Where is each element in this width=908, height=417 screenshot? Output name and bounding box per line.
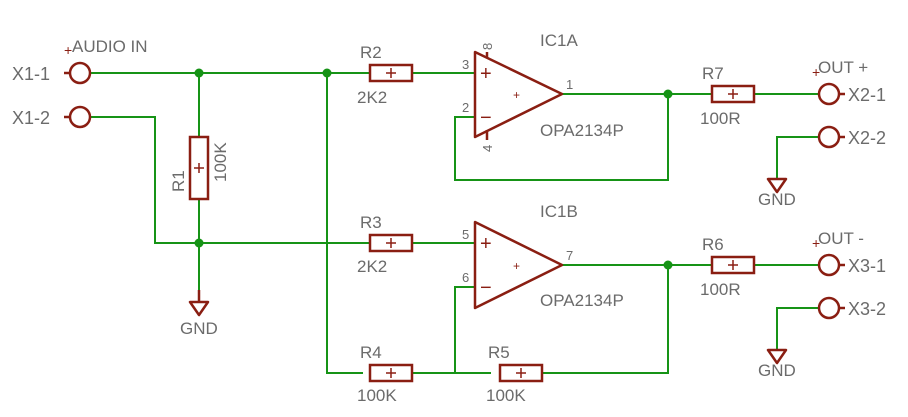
- r3-value: 2K2: [357, 257, 387, 276]
- r4-value: 100K: [357, 386, 397, 405]
- wires: [91, 72, 818, 374]
- ic1b-pin6: 6: [462, 270, 469, 285]
- ic1a-pin2: 2: [462, 100, 469, 115]
- ic1a-plus-sign: +: [480, 63, 492, 85]
- out-plus-mark: +: [812, 64, 820, 80]
- pin-label-x2-1: X2-1: [848, 85, 886, 105]
- wire-x2-gnd: [776, 136, 818, 178]
- input-connector: + AUDIO IN X1-1 X1-2: [12, 37, 148, 129]
- ground-icon: [766, 348, 788, 365]
- ground-symbol-1: GND: [180, 290, 218, 338]
- out-minus-mark: +: [812, 235, 820, 251]
- r1-value: 100K: [211, 142, 230, 182]
- junction-dot: [194, 68, 204, 78]
- opamp-ic1a: + − + 3 2 1 8 4 IC1A OPA2134P: [462, 31, 624, 152]
- gnd-label: GND: [180, 319, 218, 338]
- gnd-label: GND: [758, 361, 796, 380]
- ic1b-plus-sign: +: [480, 233, 492, 255]
- ic1b-triangle: [473, 220, 564, 310]
- terminal-x2-2: [817, 125, 841, 149]
- ic1a-pin1: 1: [566, 77, 573, 92]
- wire-r5-out: [541, 264, 669, 374]
- out-minus-label: OUT -: [818, 229, 864, 248]
- wire-ic1b-inv: [454, 286, 476, 374]
- resistor-r1: R1 100K: [169, 135, 230, 201]
- audio-in-label: AUDIO IN: [72, 37, 148, 56]
- ic1b-pin5: 5: [462, 227, 469, 242]
- ic1a-minus-sign: −: [480, 107, 492, 129]
- r2-name: R2: [360, 43, 382, 62]
- terminal-x1-1: [68, 61, 92, 85]
- resistor-r3: R3 2K2: [357, 213, 414, 276]
- r5-value: 100K: [486, 386, 526, 405]
- r4-name: R4: [360, 343, 382, 362]
- r7-name: R7: [702, 64, 724, 83]
- ic1a-triangle: [473, 50, 564, 139]
- pin-label-x3-1: X3-1: [848, 256, 886, 276]
- ic1b-part: OPA2134P: [540, 291, 624, 310]
- pin-label-x2-2: X2-2: [848, 128, 886, 148]
- ic1a-name: IC1A: [540, 31, 578, 50]
- r5-name: R5: [488, 343, 510, 362]
- ic1a-pin3: 3: [462, 57, 469, 72]
- ic1b-minus-sign: −: [480, 277, 492, 299]
- wire-x3-gnd: [776, 307, 818, 349]
- resistor-r7: R7 100R: [700, 64, 756, 128]
- ground-icon: [188, 300, 210, 317]
- terminal-x1-2: [68, 105, 92, 129]
- junction-dot: [322, 68, 332, 78]
- resistor-r4: R4 100K: [357, 343, 414, 405]
- ic1b-power-mark: +: [513, 259, 520, 273]
- junction-dot: [663, 89, 673, 99]
- terminal-x3-2: [817, 296, 841, 320]
- out-plus-connector: + OUT + X2-1 X2-2: [812, 58, 886, 149]
- resistor-r2: R2 2K2: [357, 43, 414, 107]
- ic1b-name: IC1B: [540, 202, 578, 221]
- r7-value: 100R: [700, 109, 741, 128]
- r3-name: R3: [360, 213, 382, 232]
- pin-label-x1-2: X1-2: [12, 108, 50, 128]
- ground-symbol-2: GND: [758, 177, 796, 209]
- terminal-x3-1: [817, 253, 841, 277]
- pin-label-x3-2: X3-2: [848, 299, 886, 319]
- wire-bus-left: [326, 72, 363, 374]
- terminal-x2-1: [817, 82, 841, 106]
- connector-plus-mark: +: [64, 42, 72, 58]
- pin-label-x1-1: X1-1: [12, 64, 50, 84]
- junctions: [194, 68, 673, 270]
- r2-value: 2K2: [357, 88, 387, 107]
- gnd-label: GND: [758, 190, 796, 209]
- junction-dot: [663, 260, 673, 270]
- resistor-r6: R6 100R: [700, 235, 756, 299]
- ground-icon: [766, 177, 788, 194]
- ic1a-part: OPA2134P: [540, 121, 624, 140]
- out-minus-connector: + OUT - X3-1 X3-2: [812, 229, 886, 320]
- ground-symbol-3: GND: [758, 348, 796, 380]
- r6-name: R6: [702, 235, 724, 254]
- ic1b-pin7: 7: [566, 248, 573, 263]
- wire-input-return: [91, 116, 371, 244]
- ic1a-pin8: 8: [480, 43, 495, 50]
- out-plus-label: OUT +: [818, 58, 868, 77]
- ic1a-pin4: 4: [480, 145, 495, 152]
- junction-dot: [194, 238, 204, 248]
- resistor-r5: R5 100K: [486, 343, 544, 405]
- r1-name: R1: [169, 170, 188, 192]
- opamp-ic1b: + − + 5 6 7 IC1B OPA2134P: [462, 202, 624, 310]
- wire-ic1a-feedback: [454, 93, 669, 181]
- ic1a-power-mark: +: [513, 88, 520, 102]
- r6-value: 100R: [700, 280, 741, 299]
